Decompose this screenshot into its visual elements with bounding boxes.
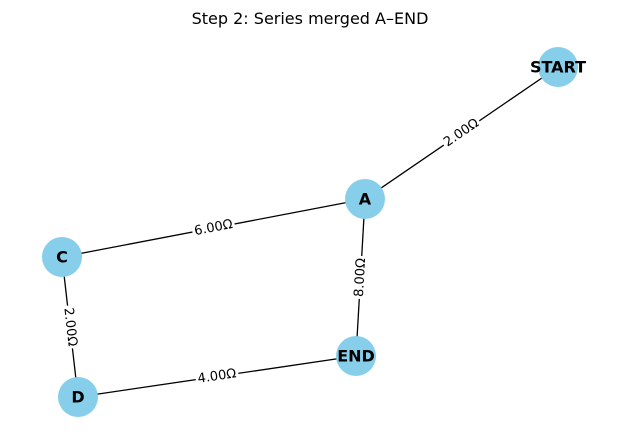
node-label: START <box>530 58 586 77</box>
edge-d-end: 4.00Ω <box>77 355 357 398</box>
node-label: END <box>337 347 375 366</box>
diagram-title: Step 2: Series merged A–END <box>192 9 429 28</box>
edge-label-background <box>439 113 485 153</box>
edge-c-d: 2.00Ω <box>59 256 81 398</box>
node-circle <box>42 237 82 277</box>
node-circle <box>538 47 578 87</box>
node-end: END <box>336 336 376 376</box>
edge-label-group: 2.00Ω <box>439 113 485 153</box>
edge-label: 2.00Ω <box>60 307 79 347</box>
edges-layer: 2.00Ω 6.00Ω 8.00Ω 2.00Ω 4.00Ω <box>59 66 559 398</box>
node-label: A <box>359 190 372 209</box>
node-a: A <box>345 179 385 219</box>
edge-label: 6.00Ω <box>193 217 234 239</box>
edge-label: 4.00Ω <box>197 366 238 387</box>
edge-label-background <box>59 304 81 350</box>
edge-label-background <box>350 255 371 300</box>
edge-start-a: 2.00Ω <box>364 66 559 200</box>
edge-label-group: 4.00Ω <box>194 364 240 389</box>
edge-label-background <box>190 215 237 241</box>
node-d: D <box>58 377 98 417</box>
edge-label-group: 2.00Ω <box>59 304 81 350</box>
nodes-layer: START A C D END <box>42 47 586 417</box>
node-label: D <box>71 388 84 407</box>
edge-a-c: 6.00Ω <box>61 198 366 258</box>
node-circle <box>336 336 376 376</box>
edge-label-group: 6.00Ω <box>190 215 237 241</box>
node-label: C <box>56 248 68 267</box>
node-c: C <box>42 237 82 277</box>
edge-label-background <box>194 364 240 389</box>
edge-a-end: 8.00Ω <box>350 198 371 357</box>
node-circle <box>58 377 98 417</box>
edge-label-group: 8.00Ω <box>350 255 371 300</box>
node-start: START <box>530 47 586 87</box>
node-circle <box>345 179 385 219</box>
edge-label: 8.00Ω <box>352 258 369 298</box>
